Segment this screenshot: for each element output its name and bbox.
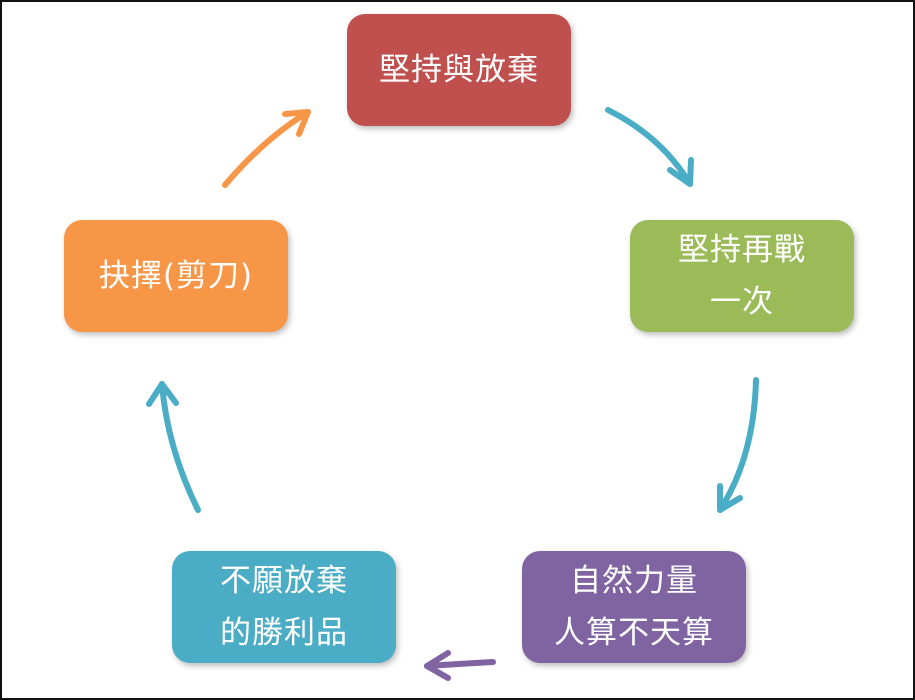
arrow-top-to-right — [605, 107, 694, 187]
node-left: 抉擇(剪刀) — [64, 220, 288, 332]
arrow-right-to-bottom-right-shaft — [717, 377, 759, 513]
arrow-bottom-left-to-left-shaft — [159, 381, 201, 513]
node-bottom-left-label-2: 的勝利品 — [220, 615, 348, 651]
arrow-left-to-top-head — [282, 109, 311, 137]
arrow-right-to-bottom-right — [717, 377, 759, 513]
node-bottom-right: 自然力量 人算不天算 — [522, 551, 746, 663]
node-top-label: 堅持與放棄 — [379, 52, 539, 88]
arrow-bottom-right-to-bottom-left-head — [424, 650, 451, 681]
node-bottom-left: 不願放棄 的勝利品 — [172, 551, 396, 663]
node-bottom-right-label-1: 自然力量 — [570, 563, 698, 599]
arrow-left-to-top — [222, 109, 311, 188]
node-left-label: 抉擇(剪刀) — [98, 258, 254, 294]
node-right-label-1: 堅持再戰 — [678, 232, 806, 268]
node-bottom-right-label-2: 人算不天算 — [554, 615, 714, 651]
arrow-top-to-right-head — [667, 157, 694, 187]
node-right-label-2: 一次 — [710, 284, 774, 320]
arrow-bottom-right-to-bottom-left — [424, 650, 496, 681]
arrow-top-to-right-shaft — [605, 107, 693, 187]
arrow-right-to-bottom-right-head — [717, 483, 743, 513]
arrow-bottom-left-to-left — [146, 381, 201, 513]
node-bottom-left-label-1: 不願放棄 — [220, 563, 348, 599]
arrow-left-to-top-shaft — [222, 109, 311, 188]
arrow-bottom-left-to-left-head — [146, 381, 179, 407]
node-top: 堅持與放棄 — [347, 14, 571, 126]
node-right: 堅持再戰 一次 — [630, 220, 854, 332]
